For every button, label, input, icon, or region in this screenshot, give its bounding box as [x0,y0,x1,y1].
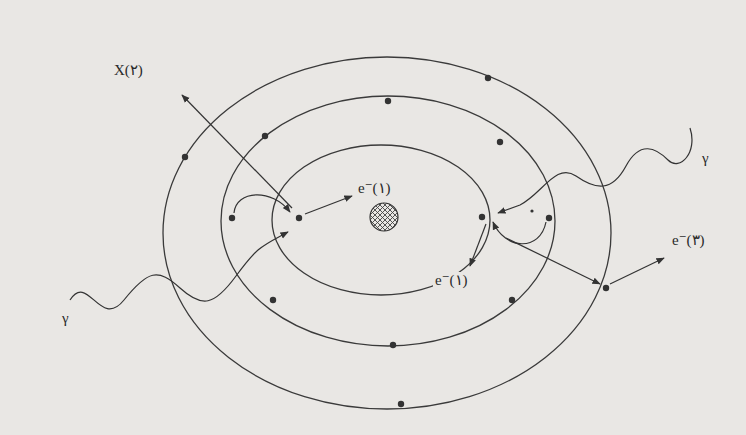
electrons [182,75,609,407]
nucleus [370,203,398,231]
middle-shell [221,96,555,346]
gamma-label: γ [700,150,711,167]
gamma-label: γ [60,310,71,327]
electron-label: e⁻(١) [356,180,393,197]
electron-label: e⁻(٣) [670,232,707,249]
electron-label: e⁻(١) [433,272,470,289]
gamma-wave [498,128,692,213]
outer-shell [163,57,611,409]
gamma-wave [70,232,288,309]
electron-arrow [305,196,352,214]
transition-arrow [493,222,546,244]
x-ray-label: X(٢) [112,62,145,79]
energy-transfer-arrow [506,238,600,284]
x-ray-arrow [182,95,292,208]
auger-electron-arrow [610,258,664,284]
transition-arrow [234,195,290,213]
inner-shell [272,145,490,295]
electron-arrow [470,224,486,266]
